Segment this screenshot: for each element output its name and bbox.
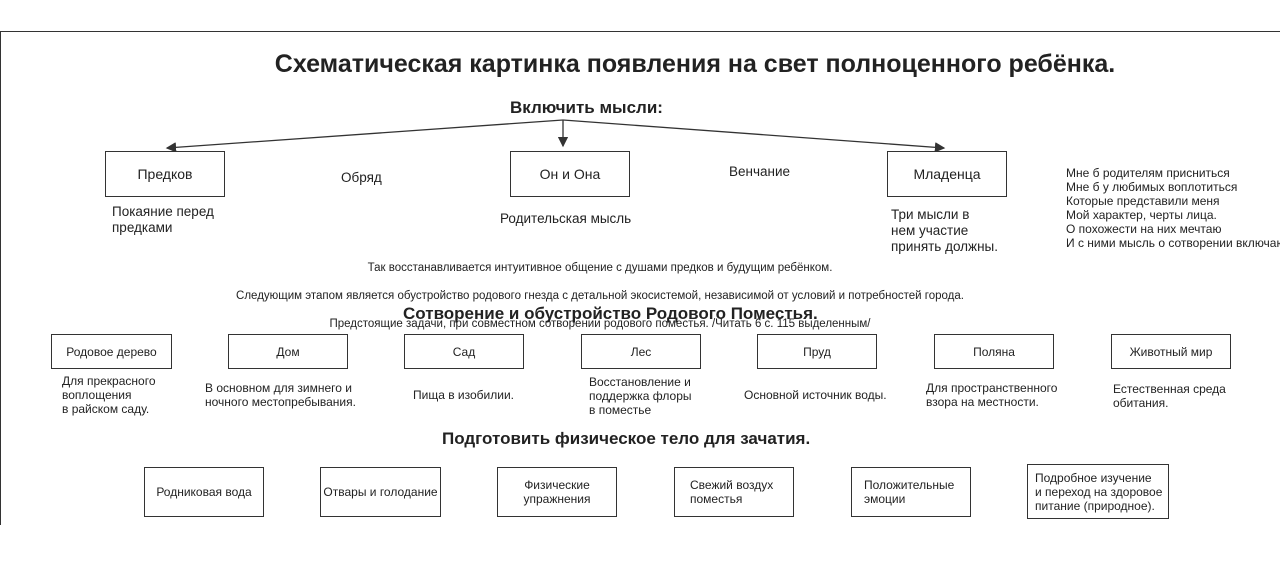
caption-house: В основном для зимнего и ночного местопр… [205, 381, 356, 409]
box-decoctions-fasting: Отвары и голодание [320, 467, 441, 517]
side-verse-line: И с ними мысль о сотворении включаю [1066, 236, 1280, 250]
box-family-tree: Родовое дерево [51, 334, 172, 369]
side-verse-line: Мне б родителям присниться [1066, 166, 1230, 180]
box-he-and-she: Он и Она [510, 151, 630, 197]
box-forest: Лес [581, 334, 701, 369]
box-healthy-nutrition: Подробное изучение и переход на здоровое… [1027, 464, 1169, 519]
box-spring-water: Родниковая вода [144, 467, 264, 517]
arrow-to-ancestors [165, 119, 564, 153]
paragraph-line: Следующим этапом является обустройство р… [236, 290, 964, 302]
arrow-to-infant [562, 119, 946, 153]
box-fresh-air: Свежий воздух поместья [674, 467, 794, 517]
paragraph-line: Так восстанавливается интуитивное общени… [367, 262, 833, 274]
box-meadow: Поляна [934, 334, 1054, 369]
label-wedding: Венчание [729, 164, 791, 179]
paragraph-line: Предстоящие задачи, при совместном сотво… [329, 318, 871, 330]
frame-left-border [0, 31, 1, 525]
side-verse-line: О похожести на них мечтаю [1066, 222, 1222, 236]
caption-garden: Пища в изобилии. [413, 388, 514, 402]
section-estate-heading: Сотворение и обустройство Родового Помес… [403, 304, 818, 323]
box-physical-exercise: Физические упражнения [497, 467, 617, 517]
box-pond: Пруд [757, 334, 877, 369]
section-think-heading: Включить мысли: [510, 98, 663, 117]
box-positive-emotions: Положительные эмоции [851, 467, 971, 517]
caption-couple: Родительская мысль [500, 211, 632, 226]
box-wildlife: Животный мир [1111, 334, 1231, 369]
box-garden: Сад [404, 334, 524, 369]
intro-paragraph: Так восстанавливается интуитивное общени… [160, 247, 1040, 345]
side-verse-line: Мне б у любимых воплотиться [1066, 180, 1238, 194]
caption-ancestors: Покаяние перед предками [112, 204, 214, 235]
box-ancestors: Предков [105, 151, 225, 197]
caption-infant: Три мысли в нем участие принять должны. [891, 207, 998, 254]
caption-family-tree: Для прекрасного воплощения в райском сад… [62, 374, 156, 416]
box-house: Дом [228, 334, 348, 369]
side-verse-line: Которые представили меня [1066, 194, 1220, 208]
side-verse-line: Мой характер, черты лица. [1066, 208, 1217, 222]
diagram-title: Схематическая картинка появления на свет… [274, 50, 1116, 78]
frame-top-border [0, 31, 1280, 32]
side-verse: Мне б родителям присниться Мне б у любим… [1066, 166, 1280, 250]
section-body-heading: Подготовить физическое тело для зачатия. [442, 429, 811, 448]
caption-forest: Восстановление и поддержка флоры в помес… [589, 375, 692, 417]
caption-pond: Основной источник воды. [744, 388, 887, 402]
caption-meadow: Для пространственного взора на местности… [926, 381, 1058, 409]
caption-wildlife: Естественная среда обитания. [1113, 382, 1226, 410]
box-infant: Младенца [887, 151, 1007, 197]
label-ritual: Обряд [341, 170, 382, 185]
